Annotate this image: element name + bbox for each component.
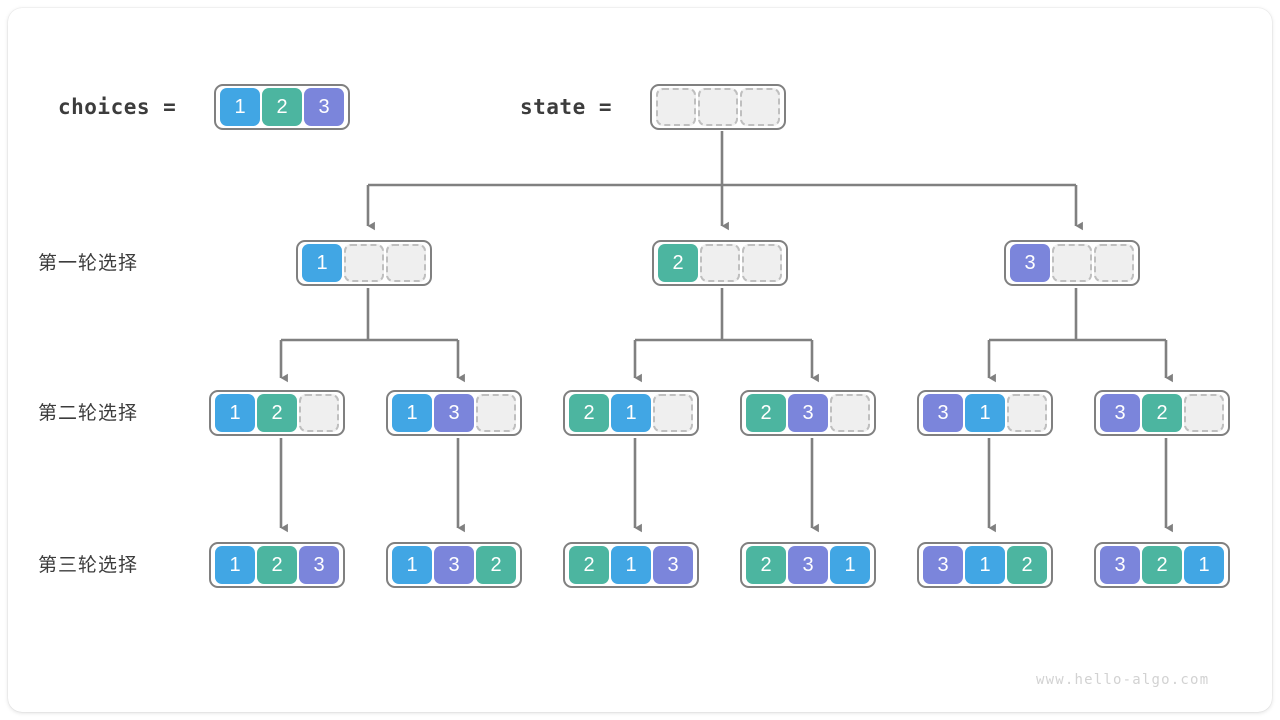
cell-value-3: 3 [788,394,828,432]
cell-value-2: 2 [257,546,297,584]
cell-empty [344,244,384,282]
cell-empty [830,394,870,432]
cell-value-3: 3 [434,394,474,432]
row-label-3: 第三轮选择 [38,555,139,576]
cell-value-1: 1 [215,394,255,432]
cell-value-2: 2 [746,546,786,584]
cell-value-2: 2 [257,394,297,432]
cell-empty [698,88,738,126]
cell-value-2: 2 [262,88,302,126]
cell-value-1: 1 [611,546,651,584]
row-label-1: 第一轮选择 [38,253,139,274]
cell-value-3: 3 [788,546,828,584]
cell-empty [1007,394,1047,432]
cell-empty [740,88,780,126]
round1-node-2: 2 [652,240,788,286]
cell-value-2: 2 [476,546,516,584]
cell-empty [476,394,516,432]
watermark: www.hello-algo.com [1036,672,1210,688]
cell-empty [1052,244,1092,282]
cell-value-3: 3 [304,88,344,126]
cell-value-1: 1 [1184,546,1224,584]
round1-node-1: 1 [296,240,432,286]
cell-value-2: 2 [569,394,609,432]
cell-value-2: 2 [658,244,698,282]
cell-value-1: 1 [302,244,342,282]
cell-value-1: 1 [830,546,870,584]
cell-empty [742,244,782,282]
cell-empty [1094,244,1134,282]
cell-empty [653,394,693,432]
cell-value-3: 3 [299,546,339,584]
diagram-card [8,8,1272,712]
cell-value-1: 1 [392,394,432,432]
cell-empty [700,244,740,282]
cell-empty [656,88,696,126]
cell-value-1: 1 [392,546,432,584]
cell-value-3: 3 [653,546,693,584]
cell-value-3: 3 [1100,546,1140,584]
cell-value-2: 2 [746,394,786,432]
cell-value-1: 1 [215,546,255,584]
row-label-2: 第二轮选择 [38,403,139,424]
cell-value-2: 2 [569,546,609,584]
round1-node-3: 3 [1004,240,1140,286]
cell-value-2: 2 [1007,546,1047,584]
cell-value-3: 3 [1010,244,1050,282]
cell-empty [386,244,426,282]
cell-value-2: 2 [1142,394,1182,432]
cell-value-3: 3 [1100,394,1140,432]
cell-value-1: 1 [611,394,651,432]
cell-empty [1184,394,1224,432]
state-label: state = [520,95,613,119]
cell-empty [299,394,339,432]
cell-value-3: 3 [923,546,963,584]
cell-value-1: 1 [220,88,260,126]
cell-value-3: 3 [434,546,474,584]
cell-value-1: 1 [965,394,1005,432]
choices-label: choices = [58,95,177,119]
cell-value-2: 2 [1142,546,1182,584]
cell-value-3: 3 [923,394,963,432]
cell-value-1: 1 [965,546,1005,584]
state-array [650,84,786,130]
